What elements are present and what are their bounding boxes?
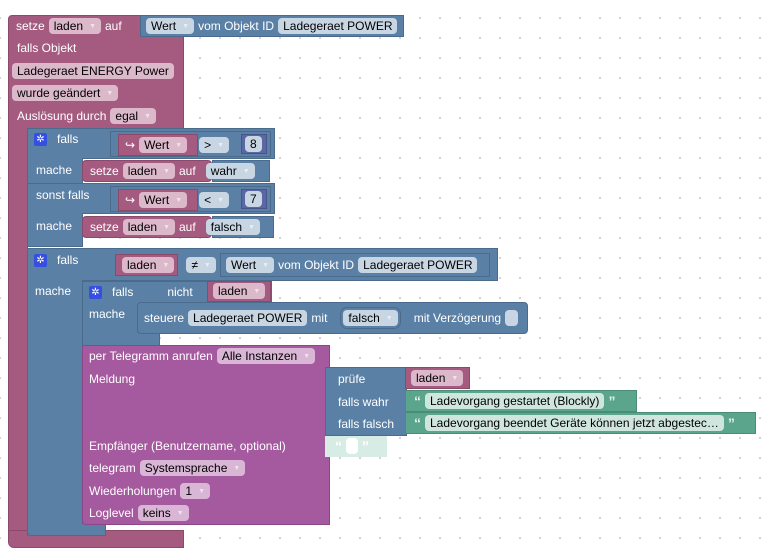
loglevel-dropdown[interactable]: keins▼ <box>137 505 189 521</box>
trigger-set-row: setze laden▼ auf <box>16 16 122 36</box>
value-dropdown[interactable]: falsch▼ <box>340 307 401 329</box>
label: auf <box>179 164 196 178</box>
label: setze <box>90 164 119 178</box>
label: Empfänger (Benutzername, optional) <box>89 439 286 453</box>
control-block[interactable] <box>137 302 528 334</box>
get-value-row: Wert▼ vom Objekt ID Ladegeraet POWER <box>146 16 398 36</box>
label: falls <box>57 132 79 146</box>
label: falls Objekt <box>17 41 77 55</box>
var-dropdown[interactable]: laden▼ <box>122 257 175 273</box>
label: prüfe <box>338 372 366 386</box>
number-field[interactable]: 8 <box>245 136 262 152</box>
param-dropdown[interactable]: Wert▼ <box>139 192 188 208</box>
label: setze <box>16 19 45 33</box>
operator-dropdown[interactable]: >▼ <box>199 137 230 153</box>
prop-dropdown[interactable]: Wert▼ <box>146 18 195 34</box>
repeat-dropdown[interactable]: 1▼ <box>180 483 211 499</box>
object-id-field[interactable]: Ladegeraet POWER <box>358 257 478 273</box>
trigger-dropdown[interactable]: egal▼ <box>110 108 157 124</box>
label: auf <box>179 220 196 234</box>
if-block-2-column <box>27 280 83 536</box>
var-dropdown[interactable]: laden▼ <box>411 370 464 386</box>
operator-dropdown[interactable]: ≠▼ <box>186 257 216 273</box>
label: mit <box>311 311 328 325</box>
param-dropdown[interactable]: Wert▼ <box>139 137 188 153</box>
quote-open-icon: “ <box>414 415 421 431</box>
number-field[interactable]: 7 <box>245 191 262 207</box>
label: mit Verzögerung <box>413 311 502 325</box>
language-dropdown[interactable]: Systemsprache▼ <box>139 460 246 476</box>
quote-open-icon: “ <box>335 438 342 454</box>
label: falls falsch <box>338 417 395 431</box>
object-id-field[interactable]: Ladegeraet POWER <box>278 18 398 34</box>
gear-icon[interactable]: ✲ <box>34 132 47 146</box>
label: mache <box>35 284 72 298</box>
quote-open-icon: “ <box>414 393 421 409</box>
trigger-block-column <box>8 128 28 540</box>
label: Loglevel <box>89 506 134 520</box>
label: vom Objekt ID <box>278 258 355 272</box>
ternary-block[interactable] <box>325 367 407 436</box>
arrow-icon: ↪ <box>125 193 136 207</box>
label: setze <box>90 220 119 234</box>
label: auf <box>105 19 122 33</box>
label: telegram <box>89 461 136 475</box>
var-dropdown[interactable]: laden▼ <box>213 283 266 299</box>
prop-dropdown[interactable]: Wert▼ <box>226 257 275 273</box>
label: Auslösung durch <box>17 109 107 123</box>
var-dropdown[interactable]: laden▼ <box>122 219 175 235</box>
label: mache <box>89 307 126 321</box>
label: falls wahr <box>338 395 389 409</box>
arrow-icon: ↪ <box>125 138 136 152</box>
label: nicht <box>167 285 193 299</box>
bool-dropdown[interactable]: wahr▼ <box>205 163 255 179</box>
gear-icon[interactable]: ✲ <box>34 253 47 267</box>
label: per Telegramm anrufen <box>89 349 213 363</box>
if-block-1-column <box>27 158 83 184</box>
text-field[interactable]: Ladevorgang gestartet (Blockly) <box>425 393 605 409</box>
label: steuere <box>144 311 185 325</box>
quote-close-icon: ” <box>362 438 369 454</box>
object-id-field[interactable]: Ladegeraet POWER <box>188 310 308 326</box>
if-block-1-column <box>27 213 83 247</box>
label: falls <box>112 285 134 299</box>
label: vom Objekt ID <box>198 19 275 33</box>
bool-dropdown[interactable]: falsch▼ <box>205 219 260 235</box>
label: mache <box>36 163 73 177</box>
instance-dropdown[interactable]: Alle Instanzen▼ <box>216 348 316 364</box>
if-block-2-footer <box>27 524 106 536</box>
var-dropdown[interactable]: laden▼ <box>48 18 101 34</box>
label: Wiederholungen <box>89 484 177 498</box>
empty-text-field[interactable] <box>346 438 358 454</box>
var-dropdown[interactable]: laden▼ <box>122 163 175 179</box>
operator-dropdown[interactable]: <▼ <box>199 192 230 208</box>
text-field[interactable]: Ladevorgang beendet Geräte können jetzt … <box>425 415 724 431</box>
quote-close-icon: ” <box>608 393 616 409</box>
label: mache <box>36 219 73 233</box>
condition-dropdown[interactable]: wurde geändert▼ <box>12 85 119 101</box>
label: falls <box>57 253 79 267</box>
label: sonst falls <box>36 188 90 202</box>
label: Meldung <box>89 372 136 386</box>
watched-object-field[interactable]: Ladegeraet ENERGY Power <box>12 63 174 79</box>
quote-close-icon: ” <box>727 415 735 431</box>
trigger-row: Auslösung durch egal▼ <box>17 106 157 126</box>
gear-icon[interactable]: ✲ <box>89 285 102 299</box>
delay-checkbox[interactable] <box>505 310 519 326</box>
